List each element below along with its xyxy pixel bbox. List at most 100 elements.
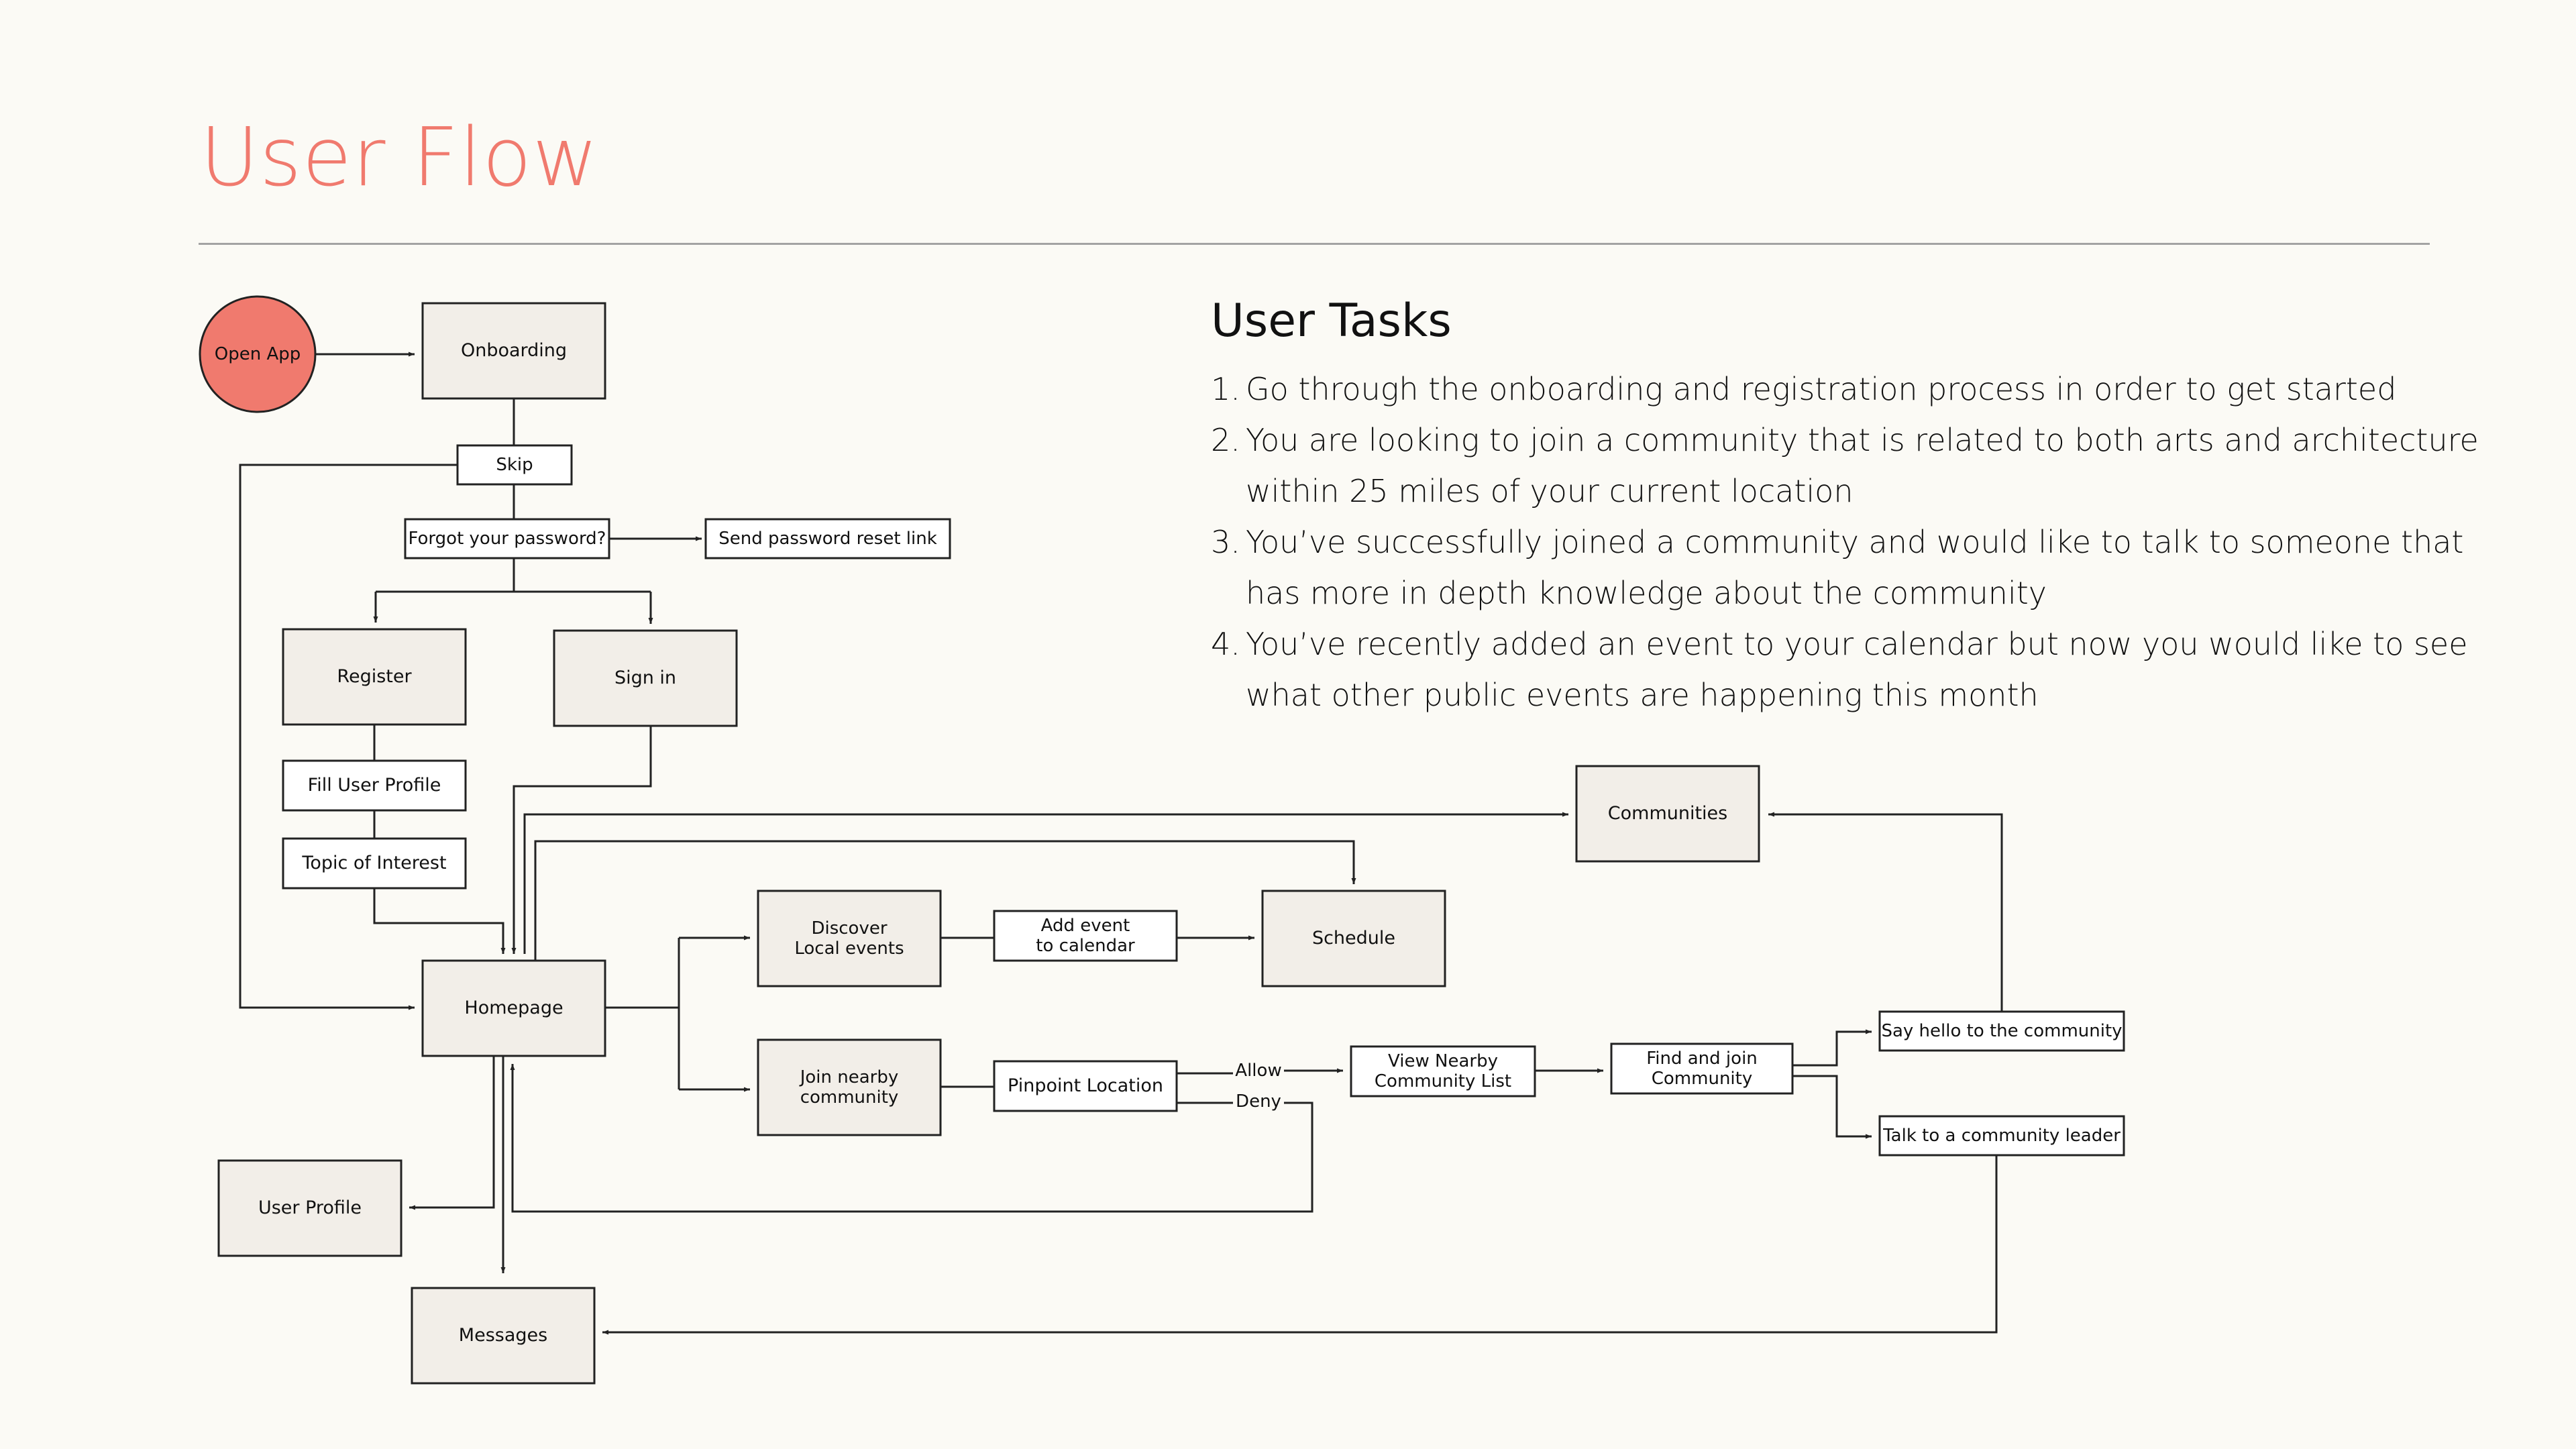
node-label-line: Topic of Interest xyxy=(301,853,446,873)
node-label-line: Onboarding xyxy=(461,340,567,361)
flow-arrow xyxy=(510,1064,1313,1213)
node-forgot-password: Forgot your password? xyxy=(404,518,610,559)
node-label: Allow xyxy=(1235,1061,1281,1081)
node-sign-in: Sign in xyxy=(553,629,738,727)
node-label-line: View Nearby xyxy=(1388,1051,1498,1071)
node-label-line: Open App xyxy=(215,344,301,364)
node-user-profile: User Profile xyxy=(217,1159,402,1257)
node-label-line: Community List xyxy=(1375,1071,1511,1091)
task-item: 1.Go through the onboarding and registra… xyxy=(1211,364,2485,415)
screen-box xyxy=(421,959,606,1057)
screen-box xyxy=(1575,765,1760,863)
flow-arrow xyxy=(239,464,458,1010)
node-label: Pinpoint Location xyxy=(1008,1075,1163,1096)
node-allow: Allow xyxy=(1233,1057,1284,1084)
screen-box xyxy=(282,628,467,726)
node-label: Register xyxy=(337,666,412,687)
action-box xyxy=(1878,1010,2125,1052)
page-title: User Flow xyxy=(200,111,599,205)
screen-box xyxy=(1261,890,1446,987)
action-box xyxy=(704,518,951,559)
user-tasks-panel: User Tasks 1.Go through the onboarding a… xyxy=(1211,294,2485,720)
screen-box xyxy=(217,1159,402,1257)
label-backdrop xyxy=(1233,1057,1284,1084)
node-label-line: Communities xyxy=(1608,803,1727,824)
node-register: Register xyxy=(282,628,467,726)
flow-arrow xyxy=(373,888,506,954)
node-skip: Skip xyxy=(456,444,573,486)
node-label-line: Pinpoint Location xyxy=(1008,1075,1163,1096)
node-label: Onboarding xyxy=(461,340,567,361)
flow-arrow xyxy=(534,840,1356,961)
node-talk-to-leader: Talk to a community leader xyxy=(1878,1115,2125,1157)
node-label: Skip xyxy=(496,455,533,475)
node-label-line: Deny xyxy=(1236,1091,1281,1112)
node-say-hello: Say hello to the community xyxy=(1878,1010,2125,1052)
node-label: Fill User Profile xyxy=(308,775,441,796)
task-item: 4.You’ve recently added an event to your… xyxy=(1211,619,2485,720)
task-number: 3. xyxy=(1211,523,1240,560)
flow-arrow xyxy=(1768,812,2003,1012)
flow-arrow xyxy=(602,1155,1998,1335)
node-topic-of-interest: Topic of Interest xyxy=(282,837,467,890)
task-number: 1. xyxy=(1211,370,1240,407)
node-label-line: Send password reset link xyxy=(718,529,937,549)
action-box xyxy=(1350,1045,1536,1097)
node-label-line: Homepage xyxy=(464,998,563,1018)
node-label: User Profile xyxy=(258,1197,362,1218)
action-box xyxy=(993,1060,1178,1112)
node-label-line: Forgot your password? xyxy=(408,529,606,549)
node-communities: Communities xyxy=(1575,765,1760,863)
node-label-line: Say hello to the community xyxy=(1881,1021,2122,1041)
flow-arrow xyxy=(1792,1029,1872,1067)
node-label: Send password reset link xyxy=(718,529,937,549)
node-label: Communities xyxy=(1608,803,1727,824)
node-label: Messages xyxy=(459,1325,547,1346)
screen-box xyxy=(553,629,738,727)
screen-box xyxy=(421,302,606,400)
node-label: Topic of Interest xyxy=(301,853,446,873)
node-label: Schedule xyxy=(1312,928,1395,949)
node-label-line: Talk to a community leader xyxy=(1882,1126,2121,1146)
node-send-reset-link: Send password reset link xyxy=(704,518,951,559)
start-circle xyxy=(199,295,317,413)
action-box xyxy=(456,444,573,486)
node-label-line: User Profile xyxy=(258,1197,362,1218)
node-label-line: Local events xyxy=(794,938,904,958)
task-text: You’ve successfully joined a community a… xyxy=(1246,523,2464,611)
task-text: You are looking to join a community that… xyxy=(1246,421,2479,509)
task-item: 2.You are looking to join a community th… xyxy=(1211,415,2485,517)
flow-arrow xyxy=(523,812,1568,954)
title-divider xyxy=(199,243,2430,245)
node-label-line: Sign in xyxy=(614,667,676,688)
action-box xyxy=(404,518,610,559)
node-label-line: Allow xyxy=(1235,1061,1281,1081)
flow-arrow xyxy=(1792,1075,1872,1139)
screen-box xyxy=(757,890,942,987)
action-box xyxy=(1610,1042,1794,1095)
task-text: Go through the onboarding and registrati… xyxy=(1246,370,2397,407)
user-tasks-heading: User Tasks xyxy=(1211,294,1452,347)
node-label-line: Fill User Profile xyxy=(308,775,441,796)
node-open-app: Open App xyxy=(199,295,317,413)
node-label-line: Discover xyxy=(811,918,887,938)
node-label-line: Community xyxy=(1652,1068,1752,1088)
action-box xyxy=(1878,1115,2125,1157)
node-onboarding: Onboarding xyxy=(421,302,606,400)
action-box xyxy=(282,837,467,890)
action-box xyxy=(282,759,467,812)
node-label: Sign in xyxy=(614,667,676,688)
screen-box xyxy=(411,1287,596,1385)
node-label-line: Add event xyxy=(1041,916,1130,936)
node-schedule: Schedule xyxy=(1261,890,1446,987)
node-label: Homepage xyxy=(464,998,563,1018)
node-label-line: Schedule xyxy=(1312,928,1395,949)
